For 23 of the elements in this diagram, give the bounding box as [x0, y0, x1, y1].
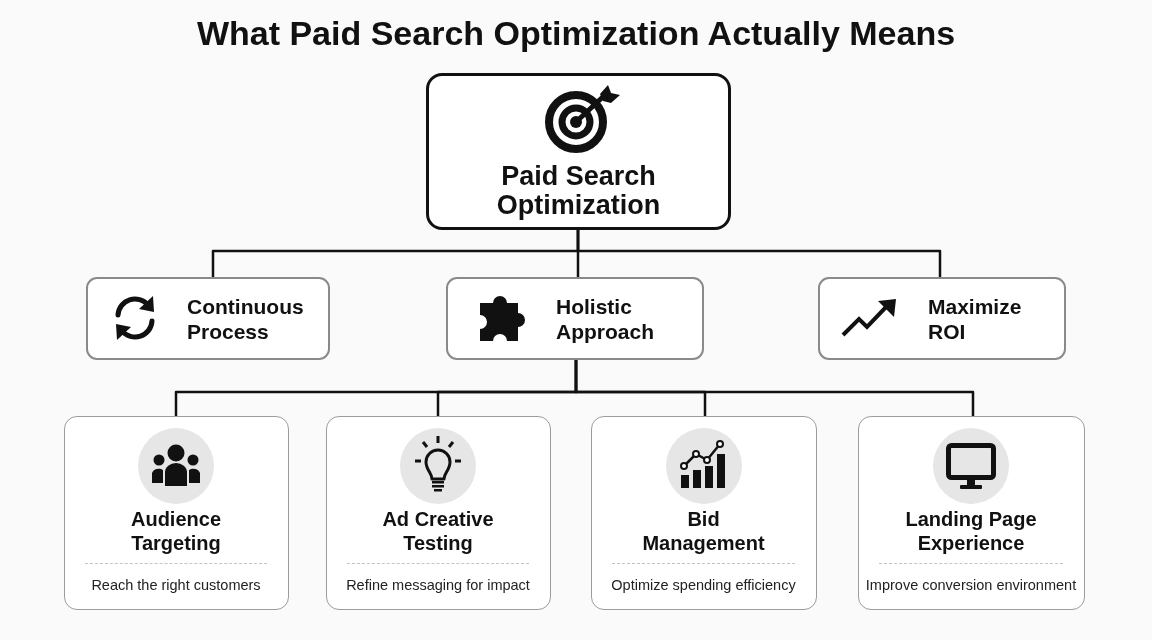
node-title: Maximize ROI	[928, 294, 1023, 344]
card-title: Audience Targeting	[130, 507, 222, 555]
card-title: Landing Page Experience	[904, 507, 1038, 555]
root-box	[426, 73, 731, 230]
connector-line	[574, 360, 975, 416]
card-title: Bid Management	[641, 507, 766, 555]
topic-box	[86, 277, 330, 360]
topic-box	[818, 277, 1066, 360]
connector-line	[576, 230, 942, 277]
card	[64, 416, 289, 610]
node-title: Continuous Process	[187, 294, 305, 344]
card	[591, 416, 817, 610]
card-description: Refine messaging for impact	[346, 576, 530, 594]
node-title: Paid Search Optimization	[495, 162, 662, 220]
card-description: Improve conversion environment	[865, 576, 1077, 594]
topic-box	[446, 277, 704, 360]
node-title: Holistic Approach	[556, 294, 655, 344]
card-title: Ad Creative Testing	[381, 507, 495, 555]
card	[326, 416, 551, 610]
diagram-title: What Paid Search Optimization Actually Means	[196, 13, 956, 54]
card-description: Optimize spending efficiency	[611, 576, 796, 594]
card-description: Reach the right customers	[91, 576, 261, 594]
card	[858, 416, 1085, 610]
